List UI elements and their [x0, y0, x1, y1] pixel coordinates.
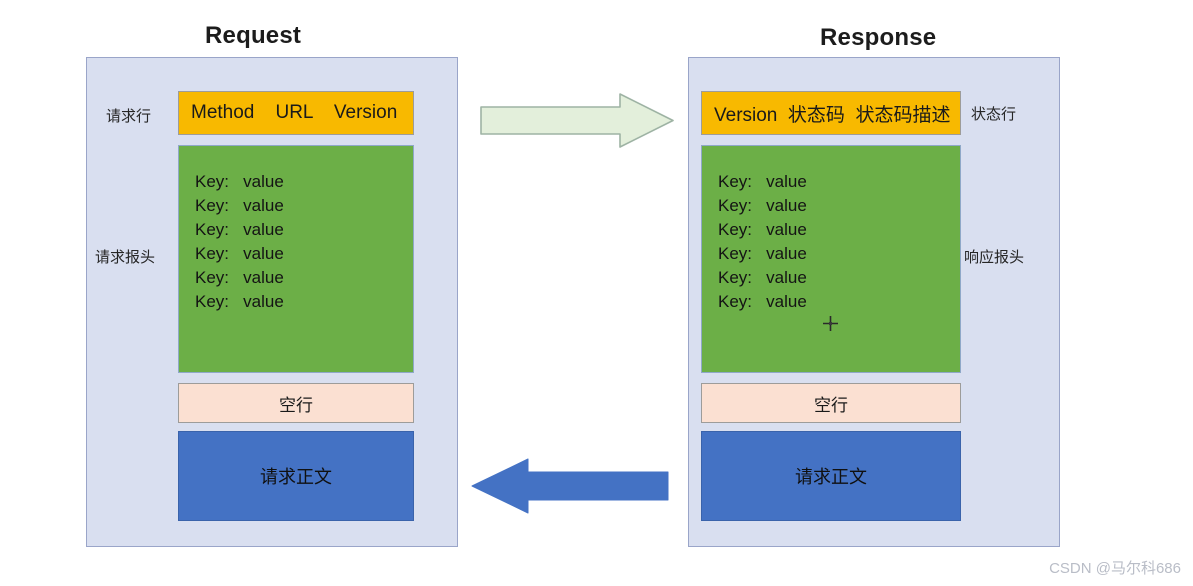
response-panel-title: Response — [820, 24, 937, 51]
request-headers-block: Key: value Key: value Key: value Key: va… — [178, 145, 414, 373]
header-row: Key: value — [195, 220, 284, 239]
header-row: Key: value — [718, 172, 807, 191]
header-row: Key: value — [195, 268, 284, 287]
header-row: Key: value — [718, 268, 807, 287]
header-row: Key: value — [195, 244, 284, 263]
header-row: Key: value — [718, 292, 807, 311]
response-body-block: 请求正文 — [701, 431, 961, 521]
response-status-line-text: Version 状态码 状态码描述 — [714, 104, 951, 126]
response-flow-arrow-left-icon — [471, 458, 669, 514]
header-row: Key: value — [718, 196, 807, 215]
header-row: Key: value — [195, 196, 284, 215]
request-body-block: 请求正文 — [178, 431, 414, 521]
response-status-line-block: Version 状态码 状态码描述 — [701, 91, 961, 135]
header-row: Key: value — [718, 220, 807, 239]
crosshair-cursor-icon — [823, 316, 838, 331]
response-blank-line-text: 空行 — [814, 395, 848, 415]
response-body-text: 请求正文 — [795, 467, 867, 487]
response-status-line-label: 状态行 — [971, 106, 1017, 123]
response-blank-line-block: 空行 — [701, 383, 961, 423]
request-blank-line-text: 空行 — [279, 395, 313, 415]
request-panel-title: Request — [205, 22, 302, 49]
response-headers-label: 响应报头 — [964, 249, 1025, 266]
request-blank-line-block: 空行 — [178, 383, 414, 423]
request-start-line-block: Method URL Version — [178, 91, 414, 135]
csdn-watermark: CSDN @马尔科686 — [1049, 560, 1181, 577]
header-row: Key: value — [195, 292, 284, 311]
request-body-text: 请求正文 — [260, 467, 332, 487]
response-headers-block: Key: value Key: value Key: value Key: va… — [701, 145, 961, 373]
request-start-line-text: Method URL Version — [191, 102, 398, 123]
request-line-label: 请求行 — [106, 108, 152, 125]
header-row: Key: value — [195, 172, 284, 191]
header-row: Key: value — [718, 244, 807, 263]
request-flow-arrow-right-icon — [480, 93, 674, 148]
request-headers-label: 请求报头 — [95, 249, 156, 266]
